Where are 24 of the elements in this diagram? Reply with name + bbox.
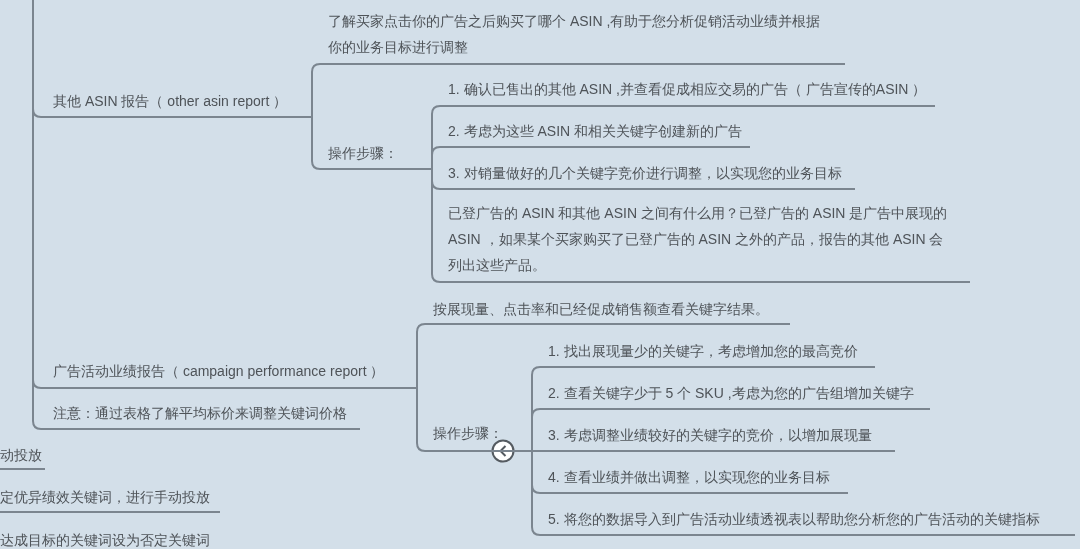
topic-text: 注意：通过表格了解平均标价来调整关键词价格 [53,404,348,423]
topic-text: 3. 对销量做好的几个关键字竞价进行调整，以实现您的业务目标 [448,164,843,183]
connector-line [409,387,426,452]
topic-text: 动投放 [0,446,43,465]
topic-text: 4. 查看业绩并做出调整，以实现您的业务目标 [548,468,831,487]
topic-text: 达成目标的关键词设为否定关键词 [0,531,211,549]
topic-text: 操作步骤： [433,424,504,443]
topic-text: 1. 确认已售出的其他 ASIN ,并查看促成相应交易的广告（ 广告宣传的ASIN ） [448,80,928,99]
connector-line [309,116,321,170]
topic-text: 3. 考虑调整业绩较好的关键字的竞价，以增加展现量 [548,426,873,445]
topic-text: 已登广告的 ASIN 和其他 ASIN 之间有什么用？已登广告的 ASIN 是广告中展现的 ASIN ，如果某个买家购买了已登广告的 ASIN 之外的产品，报告的其他 ASIN 会列出这些产品。 [448,204,949,275]
topic-text: 其他 ASIN 报告（ other asin report ） [53,92,289,111]
connector-line [517,450,541,536]
topic-text: 2. 考虑为这些 ASIN 和相关关键字创建新的广告 [448,122,744,141]
topic-text: 定优异绩效关键词，进行手动投放 [0,488,211,507]
topic-text: 2. 查看关键字少于 5 个 SKU ,考虑为您的广告组增加关键字 [548,384,915,403]
connector-line [309,63,321,118]
connector-line [414,168,441,283]
topic-text: 1. 找出展现量少的关键字，考虑增加您的最高竞价 [548,342,859,361]
topic-text: 操作步骤： [328,144,399,163]
topic-text: 了解买家点击你的广告之后购买了哪个 ASIN ,有助于您分析促销活动业绩并根据你的业务目标进行调整 [328,12,822,57]
topic-text: 广告活动业绩报告（ campaign performance report ） [53,362,386,381]
topic-text: 按展现量、点击率和已经促成销售额查看关键字结果。 [433,300,770,319]
topic-text: 5. 将您的数据导入到广告活动业绩透视表以帮助您分析您的广告活动的关键指标 [548,510,1041,529]
